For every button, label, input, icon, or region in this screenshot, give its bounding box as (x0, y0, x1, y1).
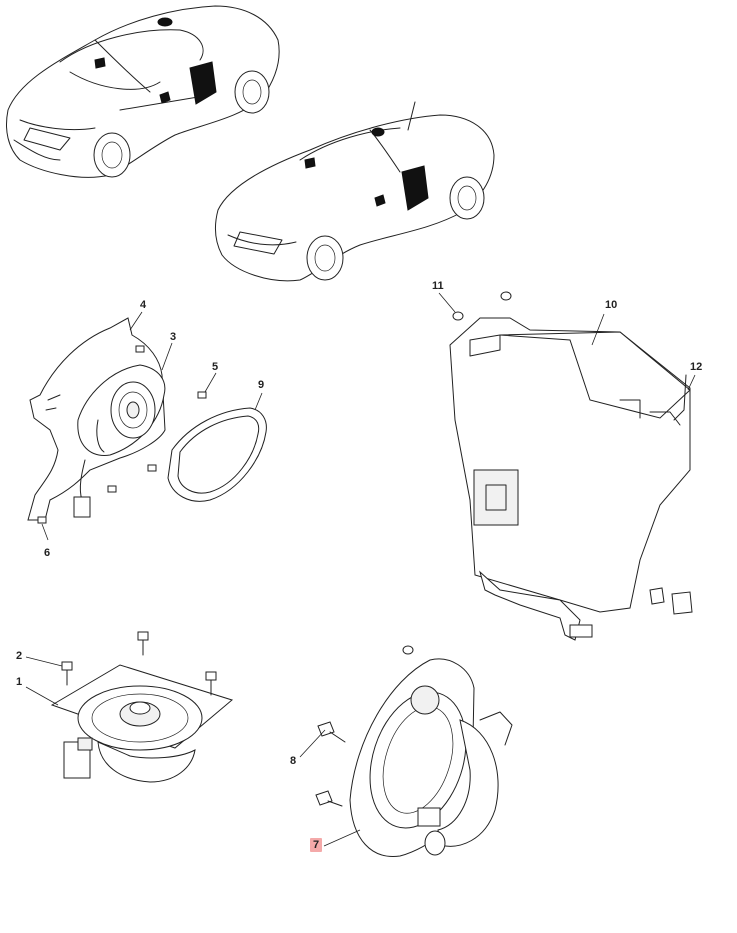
callout-11: 11 (432, 280, 444, 292)
callout-1: 1 (16, 676, 23, 688)
speaker-bracket-assembly (27, 317, 207, 524)
callout-6: 6 (44, 547, 51, 559)
callout-2: 2 (16, 650, 23, 662)
leader-lines (25, 292, 696, 847)
oval-speaker (315, 645, 513, 857)
callout-5: 5 (212, 361, 219, 373)
callout-7-highlighted: 7 (310, 838, 323, 852)
coupe-car-illustration (6, 5, 280, 178)
gasket-ring (167, 407, 267, 502)
screw-icon (315, 721, 335, 806)
callout-9: 9 (258, 379, 265, 391)
square-speaker (50, 631, 234, 783)
callout-12: 12 (690, 361, 703, 373)
roadster-car-illustration (214, 101, 495, 282)
callout-3: 3 (170, 331, 177, 343)
console-housing (449, 291, 693, 641)
callout-8: 8 (290, 755, 297, 767)
callout-10: 10 (605, 299, 618, 311)
callout-4: 4 (140, 299, 147, 311)
